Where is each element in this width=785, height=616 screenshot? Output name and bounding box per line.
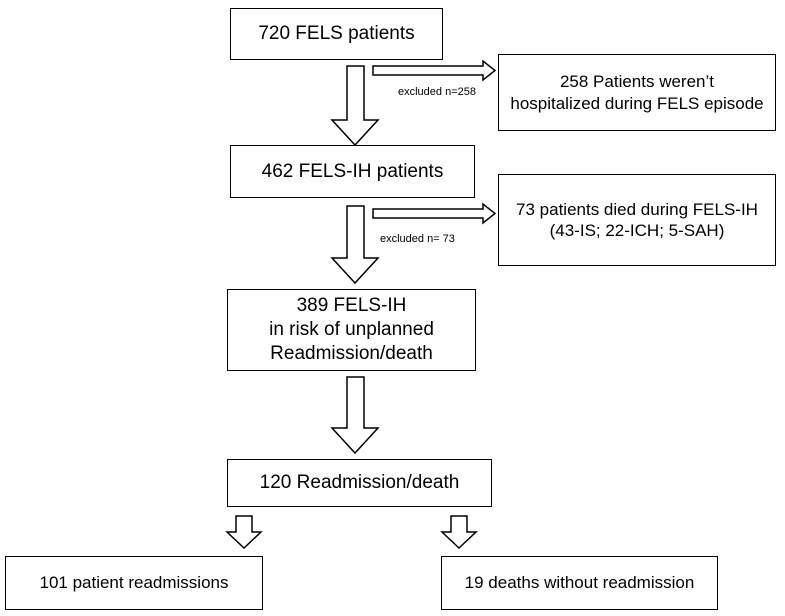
box-text: 389 FELS-IH in risk of unplanned Readmis… [269,295,434,364]
box-720-fels-patients: 720 FELS patients [230,8,443,60]
down-arrow-right [440,515,478,550]
excluded-label-1: excluded n=258 [398,86,476,98]
box-text: 73 patients died during FELS-IH (43-IS; … [516,199,758,240]
box-462-fels-ih-patients: 462 FELS-IH patients [230,145,475,198]
box-text: 720 FELS patients [258,23,415,45]
box-text: 120 Readmission/death [259,472,460,494]
box-excluded-died: 73 patients died during FELS-IH (43-IS; … [498,174,776,266]
box-excluded-not-hospitalized: 258 Patients weren’t hospitalized during… [498,54,776,131]
excluded-label-2: excluded n= 73 [380,233,455,245]
box-text: 462 FELS-IH patients [261,160,444,182]
box-120-readmission-death: 120 Readmission/death [227,459,492,507]
down-arrow-2 [330,205,380,285]
box-101-readmissions: 101 patient readmissions [5,556,263,610]
side-arrow-2 [372,202,497,225]
side-arrow-1 [372,59,497,82]
down-arrow-3 [330,376,380,455]
box-text: 19 deaths without readmission [464,573,695,593]
box-text: 101 patient readmissions [39,573,229,593]
down-arrow-1 [330,65,380,147]
box-text: 258 Patients weren’t hospitalized during… [510,72,764,113]
down-arrow-left [225,515,263,550]
box-19-deaths: 19 deaths without readmission [441,556,718,610]
box-389-at-risk: 389 FELS-IH in risk of unplanned Readmis… [227,289,476,371]
